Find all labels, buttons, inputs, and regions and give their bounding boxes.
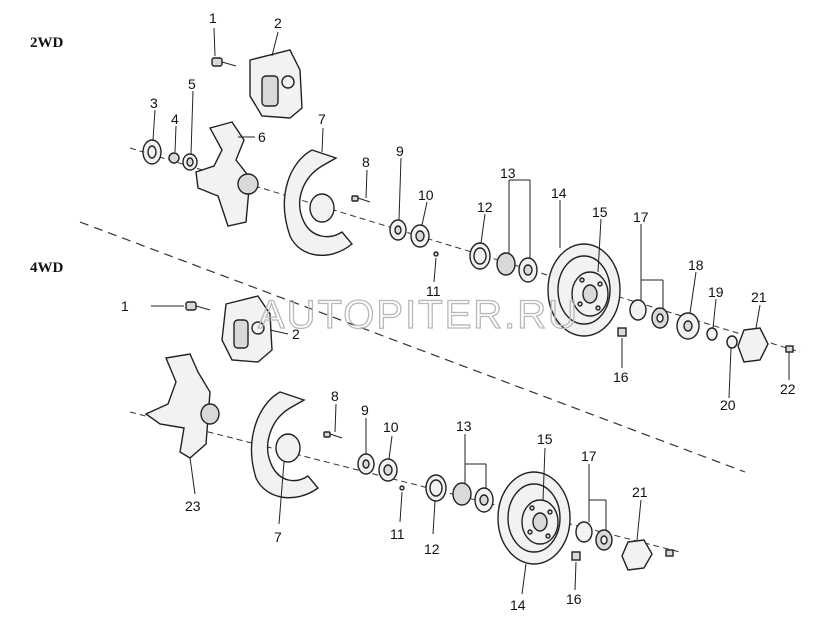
callout-2wd-16: 16 [613, 369, 629, 385]
part-bearing-set-4wd [452, 482, 494, 513]
part-caliper-4wd [221, 295, 273, 363]
part-caliper-2wd [249, 49, 303, 119]
part-lug-nut-2wd [617, 327, 627, 337]
part-shield-bolt-2wd [351, 195, 371, 203]
part-nut-2wd [168, 152, 180, 164]
section-divider [79, 221, 746, 473]
part-outer-bearing-2wd [629, 299, 669, 329]
part-race-4wd [425, 474, 447, 502]
axis-line-4wd [129, 411, 681, 553]
part-flange-2wd [676, 312, 700, 340]
part-bearing-set-2wd [496, 252, 538, 283]
part-knuckle-4wd [144, 353, 220, 459]
callout-2wd-6: 6 [258, 129, 266, 145]
part-ring-2wd [706, 327, 718, 341]
callouts-4wd: 1 2 7 8 9 10 11 12 13 14 15 16 17 21 23 [121, 298, 648, 613]
part-cap-bolt-4wd [665, 549, 674, 557]
callout-2wd-9: 9 [396, 143, 404, 159]
part-seal-inner-2wd [389, 219, 407, 241]
callout-4wd-23: 23 [185, 498, 201, 514]
part-washer-outer-2wd [726, 335, 738, 349]
callout-4wd-21: 21 [632, 484, 648, 500]
part-seal-2wd [142, 139, 162, 165]
callout-4wd-11: 11 [390, 526, 405, 542]
callout-2wd-21: 21 [751, 289, 767, 305]
callout-2wd-5: 5 [188, 76, 196, 92]
section-title-2wd: 2WD [30, 35, 64, 51]
callout-4wd-10: 10 [383, 419, 399, 435]
part-outer-bearing-4wd [575, 521, 613, 551]
part-knuckle-2wd [195, 121, 259, 227]
callout-2wd-22: 22 [780, 381, 796, 397]
callout-2wd-19: 19 [708, 284, 724, 300]
callout-2wd-1: 1 [209, 10, 217, 26]
callout-4wd-2: 2 [292, 326, 300, 342]
part-dust-shield-2wd [283, 149, 353, 256]
part-washer-2wd [182, 153, 198, 171]
part-bearing-inner-4wd [378, 458, 398, 482]
callout-4wd-1: 1 [121, 298, 129, 314]
part-hub-4wd [521, 499, 559, 545]
callout-2wd-17: 17 [633, 209, 649, 225]
callout-4wd-15: 15 [537, 431, 553, 447]
callout-4wd-12: 12 [424, 541, 440, 557]
leaders-2wd [152, 27, 790, 399]
callout-2wd-8: 8 [362, 154, 370, 170]
callout-4wd-9: 9 [361, 402, 369, 418]
callout-2wd-12: 12 [477, 199, 493, 215]
callout-4wd-8: 8 [331, 388, 339, 404]
part-race-2wd [469, 242, 491, 270]
callout-2wd-20: 20 [720, 397, 736, 413]
callout-2wd-7: 7 [318, 111, 326, 127]
part-pin-2wd [433, 251, 439, 257]
part-dust-shield-4wd [250, 391, 320, 499]
callout-4wd-17: 17 [581, 448, 597, 464]
part-hub-cap-4wd [621, 539, 653, 571]
callout-2wd-13: 13 [500, 165, 516, 181]
watermark: AUTOPITER.RU [258, 293, 579, 337]
part-bearing-inner-2wd [410, 224, 430, 248]
part-seal-inner-4wd [357, 453, 375, 475]
callout-2wd-3: 3 [150, 95, 158, 111]
section-title-4wd: 4WD [30, 260, 64, 276]
part-cap-bolt-2wd [785, 345, 794, 353]
callout-4wd-7: 7 [274, 529, 282, 545]
part-hub-2wd [571, 271, 609, 317]
part-shield-bolt-4wd [323, 431, 343, 439]
callout-2wd-11: 11 [426, 283, 441, 299]
part-lug-nut-4wd [571, 551, 581, 561]
callout-2wd-14: 14 [551, 185, 567, 201]
callout-2wd-2: 2 [274, 15, 282, 31]
callout-4wd-13: 13 [456, 418, 472, 434]
callout-2wd-10: 10 [418, 187, 434, 203]
callout-2wd-18: 18 [688, 257, 704, 273]
part-pin-4wd [399, 485, 405, 491]
callout-2wd-15: 15 [592, 204, 608, 220]
callout-2wd-4: 4 [171, 111, 179, 127]
part-bolt-2wd [211, 57, 237, 67]
part-bolt-4wd [185, 301, 211, 311]
callout-4wd-14: 14 [510, 597, 526, 613]
callouts-2wd: 1 2 3 4 5 6 7 8 9 10 11 12 13 14 15 16 1… [150, 10, 796, 413]
leaders-4wd [151, 305, 642, 595]
part-hub-cap-2wd [737, 327, 769, 363]
callout-4wd-16: 16 [566, 591, 582, 607]
